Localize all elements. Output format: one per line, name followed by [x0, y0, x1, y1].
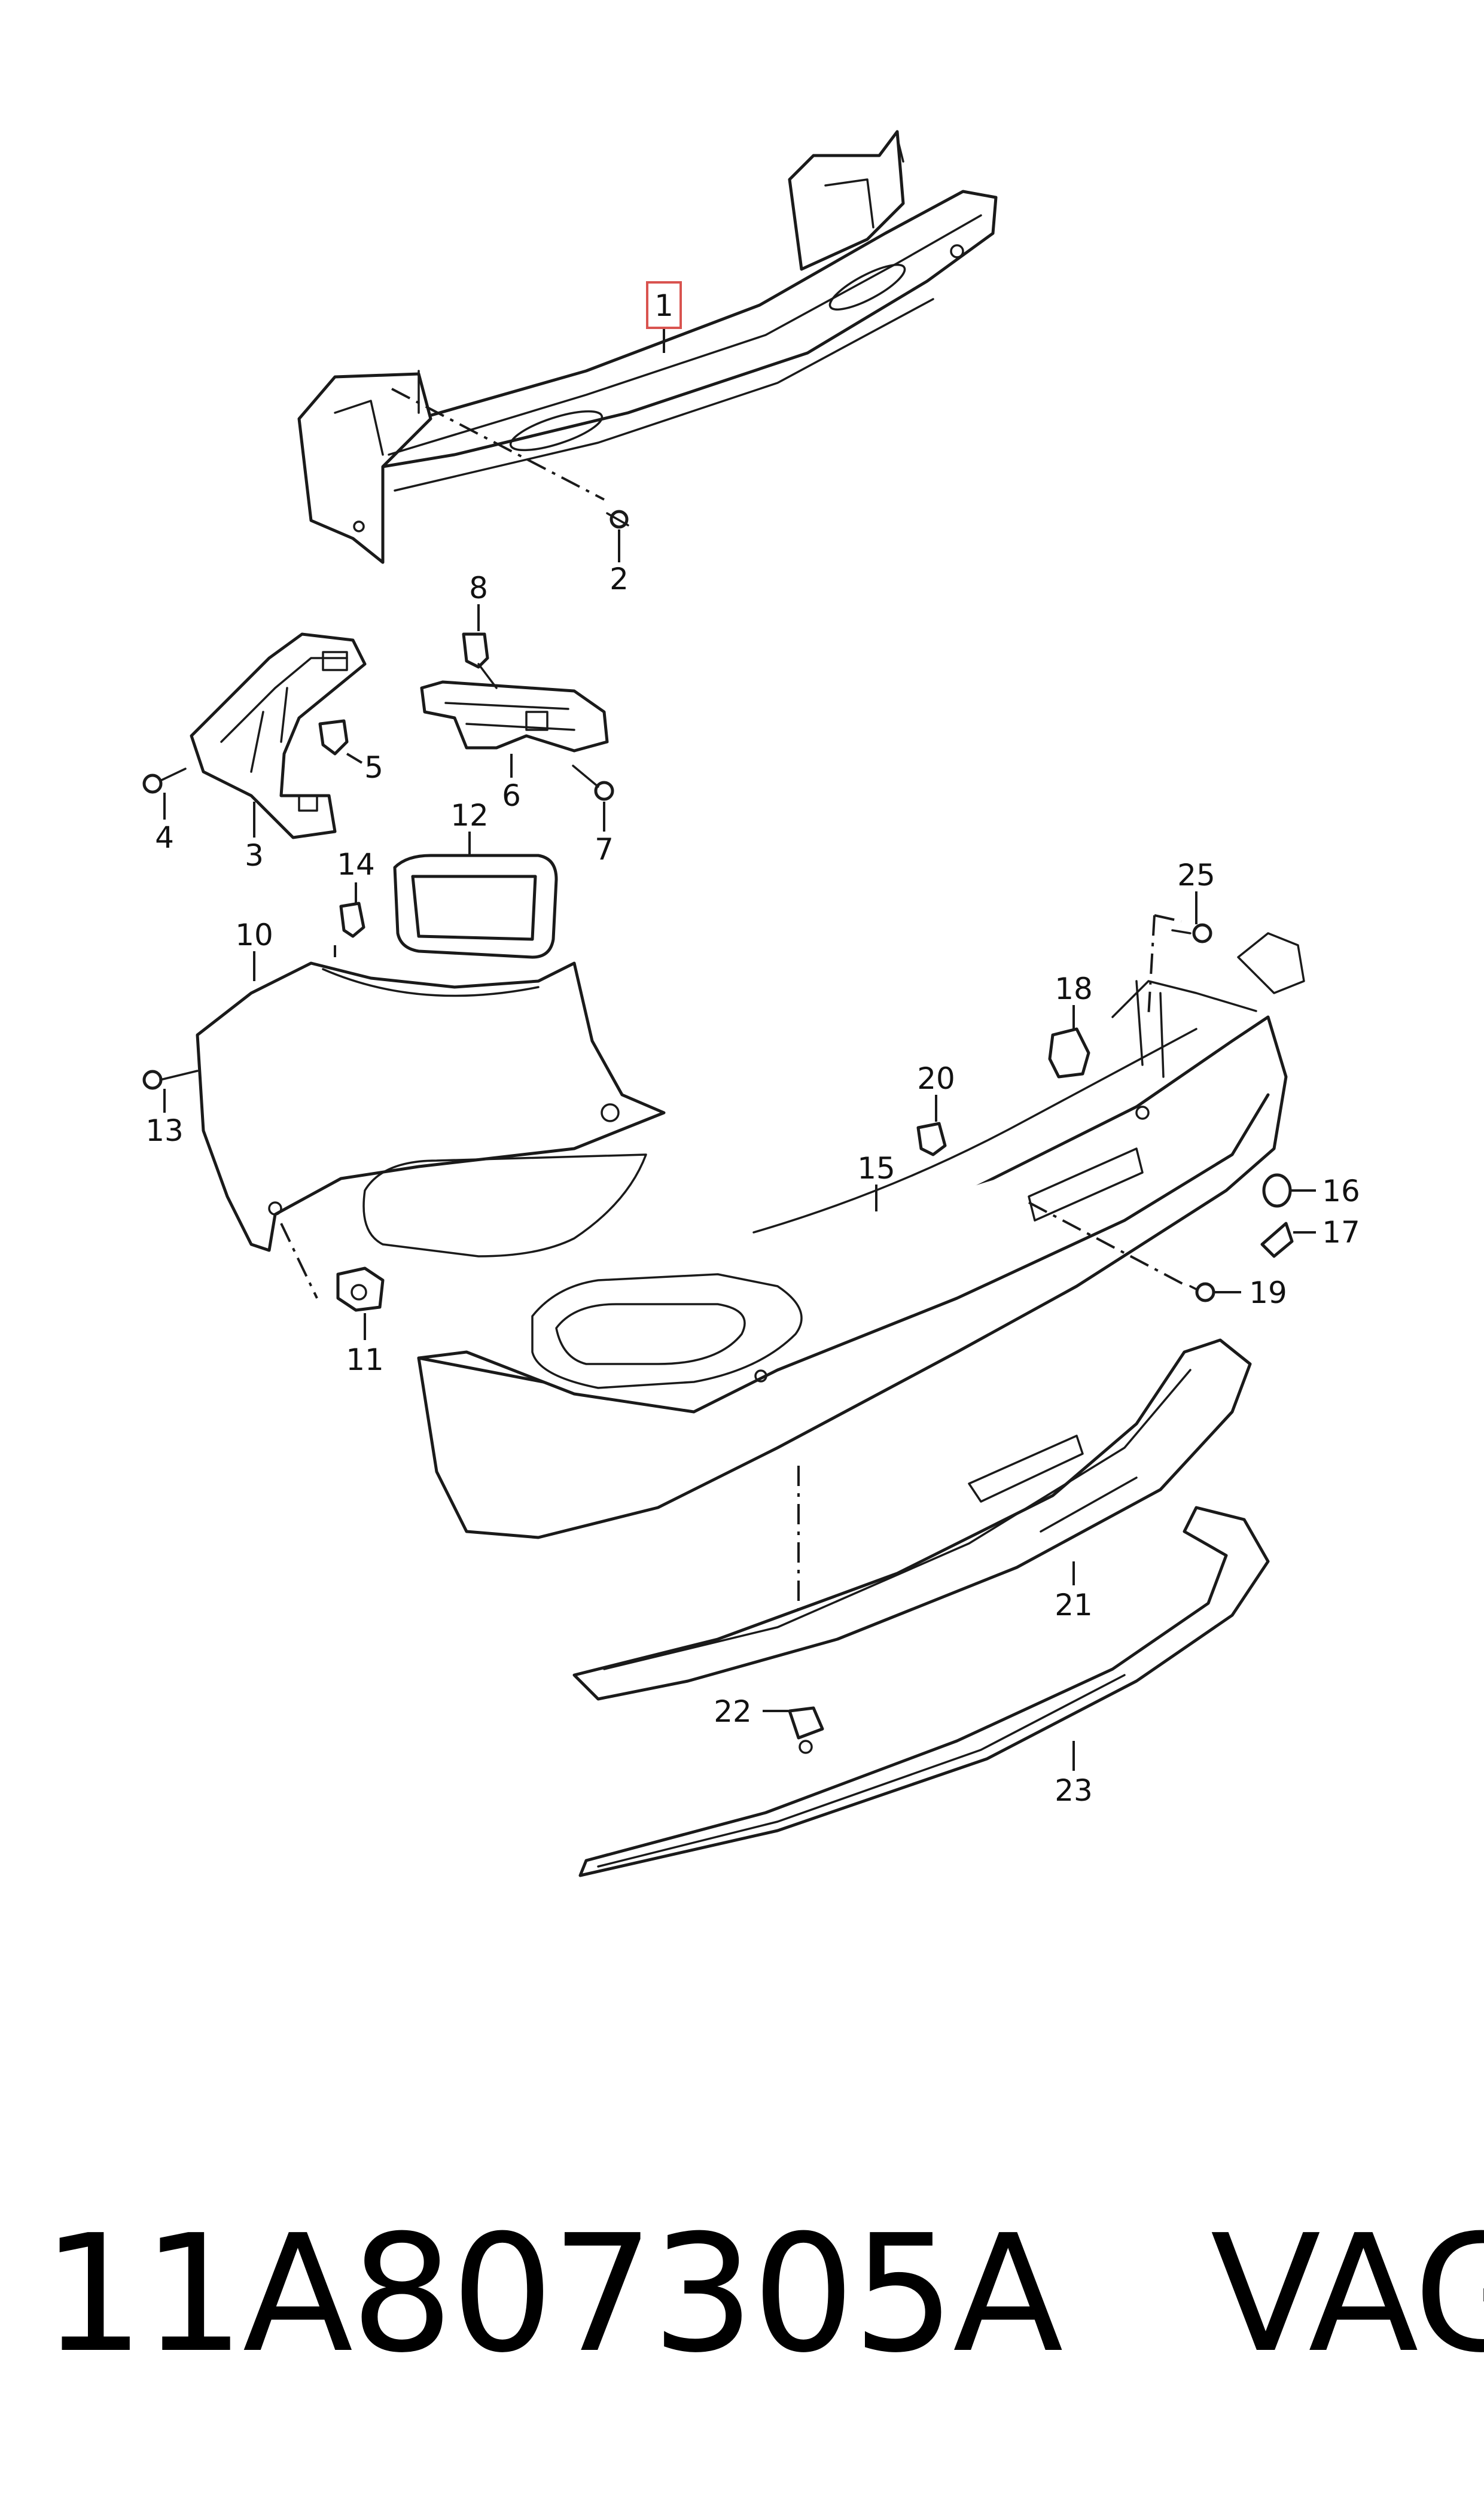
cap-16 — [1262, 1173, 1292, 1208]
part-number: 11A807305A — [42, 2200, 1064, 2388]
clip-20 — [916, 1122, 947, 1156]
callout-4[interactable]: 4 — [155, 820, 174, 855]
callout-13[interactable]: 13 — [145, 1113, 184, 1148]
callout-14[interactable]: 14 — [337, 847, 375, 882]
screw-13 — [142, 1070, 199, 1090]
guide-bracket-6 — [420, 680, 609, 753]
clip-nut-11 — [336, 1266, 385, 1312]
callout-7[interactable]: 7 — [595, 832, 614, 867]
callout-17[interactable]: 17 — [1322, 1215, 1360, 1250]
exploded-parts-diagram: 1 2 3 4 5 6 7 8 10 11 12 13 14 15 16 17 … — [142, 130, 1360, 1877]
callout-10[interactable]: 10 — [235, 918, 273, 952]
assembly-lines — [280, 388, 1188, 1609]
screw-2 — [606, 510, 629, 529]
screw-4 — [142, 768, 187, 794]
callout-23[interactable]: 23 — [1055, 1773, 1093, 1808]
callout-labels: 1 2 3 4 5 6 7 8 10 11 12 13 14 15 16 17 … — [145, 281, 1360, 1808]
callout-11[interactable]: 11 — [346, 1342, 384, 1377]
callout-1[interactable]: 1 — [654, 288, 674, 323]
callout-18[interactable]: 18 — [1055, 972, 1093, 1006]
clip-8 — [462, 632, 498, 689]
callout-16[interactable]: 16 — [1322, 1174, 1360, 1208]
callout-12[interactable]: 12 — [450, 798, 489, 833]
callout-2[interactable]: 2 — [610, 562, 629, 596]
seal-frame-12 — [393, 854, 558, 959]
callout-19[interactable]: 19 — [1249, 1275, 1287, 1310]
clip-18 — [1048, 1027, 1090, 1079]
leader-lines — [163, 329, 1316, 1771]
bumper-reinforcement-beam — [297, 130, 998, 564]
clip-25 — [1171, 923, 1212, 943]
callout-6[interactable]: 6 — [502, 778, 521, 813]
callout-8[interactable]: 8 — [469, 571, 488, 605]
bracket-3 — [190, 632, 367, 839]
rear-bumper-cover-15 — [417, 932, 1305, 1539]
side-bumper-panel-10 — [196, 961, 666, 1258]
callout-22[interactable]: 22 — [714, 1694, 752, 1729]
cap-17 — [1260, 1222, 1294, 1258]
callout-1-highlight — [646, 281, 682, 329]
screw-19 — [1189, 1282, 1215, 1302]
brand-name: VAG — [1210, 2200, 1484, 2388]
clip-5 — [318, 719, 349, 756]
clip-22 — [788, 1706, 824, 1754]
callout-15[interactable]: 15 — [857, 1151, 895, 1186]
screw-7 — [572, 765, 614, 801]
trim-strip-23 — [578, 1506, 1270, 1877]
callout-25[interactable]: 25 — [1177, 858, 1215, 893]
callout-5[interactable]: 5 — [364, 750, 383, 785]
callout-20[interactable]: 20 — [917, 1061, 955, 1096]
clip-14 — [339, 902, 365, 938]
callout-3[interactable]: 3 — [245, 838, 264, 873]
callout-21[interactable]: 21 — [1055, 1588, 1093, 1622]
diffuser-21 — [572, 1338, 1252, 1701]
